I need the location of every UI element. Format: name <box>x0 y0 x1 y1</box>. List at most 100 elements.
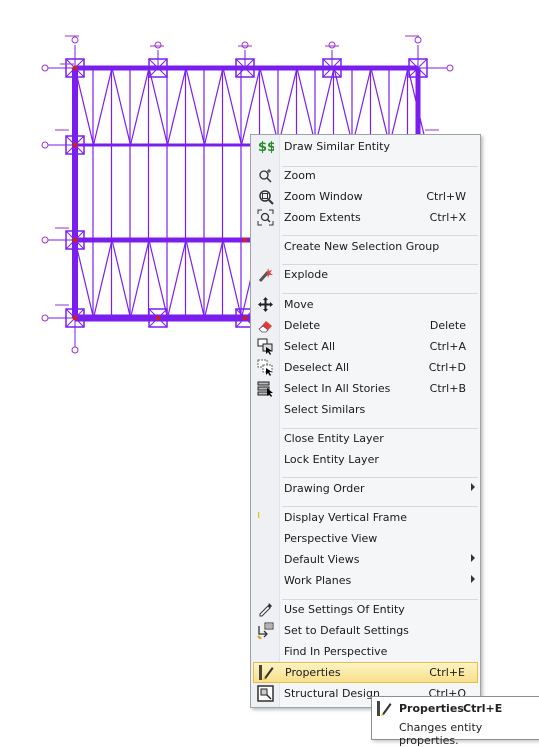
menu-item-work-planes[interactable]: Work Planes <box>251 570 480 591</box>
truss-diagonal <box>222 67 243 146</box>
axis-bubble <box>71 36 79 44</box>
truss-diagonal <box>222 239 243 319</box>
truss-diagonal <box>185 239 206 319</box>
truss-diagonal <box>148 67 169 146</box>
menu-item-zoom[interactable]: Zoom <box>251 165 480 186</box>
truss-diagonal <box>296 67 317 146</box>
menu-separator <box>282 428 478 429</box>
menu-item-display-vertical-frame[interactable]: Display Vertical Frame <box>251 507 480 528</box>
truss-diagonal <box>333 67 354 146</box>
properties-icon <box>376 700 393 717</box>
menu-item-label: Set to Default Settings <box>284 624 409 637</box>
menu-item-label: Select Similars <box>284 403 366 416</box>
column-box <box>65 135 85 155</box>
column-box <box>65 308 85 328</box>
menu-item-label: Explode <box>284 268 328 281</box>
menu-item-shortcut: Delete <box>429 319 466 332</box>
menu-item-label: Zoom <box>284 169 316 182</box>
menu-item-draw-similar-entity[interactable]: $$ Draw Similar Entity <box>251 136 480 157</box>
menu-item-label: Zoom Extents <box>284 211 361 224</box>
truss-diagonal <box>388 67 409 146</box>
menu-item-zoom-window[interactable]: Zoom Window Ctrl+W <box>251 186 480 207</box>
column-box <box>408 58 428 78</box>
menu-item-label: Zoom Window <box>284 190 363 203</box>
menu-item-label: Properties <box>285 666 341 679</box>
menu-item-shortcut: Ctrl+B <box>429 382 466 395</box>
menu-item-move[interactable]: Move <box>251 294 480 315</box>
menu-item-shortcut: Ctrl+W <box>426 190 466 203</box>
tooltip-shortcut: Ctrl+E <box>463 702 503 715</box>
tooltip-title: Properties <box>399 702 464 715</box>
menu-item-select-similars[interactable]: Select Similars <box>251 399 480 420</box>
deselect-all-icon <box>257 359 274 376</box>
vertical-frame-icon <box>257 509 274 526</box>
menu-item-lock-entity-layer[interactable]: Lock Entity Layer <box>251 449 480 470</box>
joint-node <box>72 315 78 321</box>
menu-item-drawing-order[interactable]: Drawing Order <box>251 478 480 499</box>
menu-item-label: Close Entity Layer <box>284 432 384 445</box>
properties-tooltip: Properties Ctrl+E Changes entity propert… <box>371 696 539 747</box>
truss-diagonal <box>277 67 298 146</box>
menu-item-label: Deselect All <box>284 361 350 374</box>
joint-node <box>72 65 78 71</box>
column-box <box>235 58 255 78</box>
truss-diagonal <box>407 67 428 146</box>
zoom-window-icon <box>257 188 274 205</box>
axis-bubble <box>414 36 422 44</box>
truss-diagonal <box>111 239 132 319</box>
menu-separator <box>282 477 478 478</box>
menu-item-label: Select All <box>284 340 336 353</box>
axis-bubble <box>446 64 454 72</box>
menu-item-use-settings-of-entity[interactable]: Use Settings Of Entity <box>251 599 480 620</box>
select-all-icon <box>257 338 274 355</box>
truss-diagonal <box>203 67 224 146</box>
truss-diagonal <box>148 239 169 319</box>
column-box <box>148 58 168 78</box>
svg-text:$$: $$ <box>258 140 274 155</box>
joint-node <box>242 315 248 321</box>
truss-diagonal <box>370 67 391 146</box>
menu-separator <box>282 599 478 600</box>
menu-item-properties[interactable]: Properties Ctrl+E <box>253 662 478 683</box>
menu-item-explode[interactable]: Explode <box>251 264 480 285</box>
truss-diagonal <box>129 67 150 146</box>
truss-diagonal <box>111 67 132 146</box>
menu-separator <box>282 166 478 167</box>
submenu-arrow-icon <box>471 483 475 491</box>
menu-item-label: Use Settings Of Entity <box>284 603 405 616</box>
menu-item-shortcut: Ctrl+E <box>429 666 465 679</box>
menu-item-perspective-view[interactable]: Perspective View <box>251 528 480 549</box>
menu-item-label: Perspective View <box>284 532 378 545</box>
axis-bubble <box>328 41 336 49</box>
truss-diagonal <box>185 67 206 146</box>
truss-diagonal <box>240 67 261 146</box>
joint-node <box>155 315 161 321</box>
menu-item-set-to-default-settings[interactable]: Set to Default Settings <box>251 620 480 641</box>
menu-item-label: Move <box>284 298 314 311</box>
explode-icon <box>257 266 274 283</box>
menu-item-label: Draw Similar Entity <box>284 140 390 153</box>
truss-diagonal <box>166 239 187 319</box>
menu-separator <box>282 506 478 507</box>
truss-diagonal <box>166 67 187 146</box>
menu-item-default-views[interactable]: Default Views <box>251 549 480 570</box>
zoom-icon <box>257 167 274 184</box>
menu-item-find-in-perspective[interactable]: Find In Perspective <box>251 641 480 662</box>
axis-bubble <box>41 236 49 244</box>
truss-diagonal <box>259 67 280 146</box>
joint-node <box>72 237 78 243</box>
column-cross <box>148 58 168 78</box>
menu-item-label: Default Views <box>284 553 360 566</box>
default-settings-icon <box>257 622 274 640</box>
column-cross <box>235 58 255 78</box>
menu-item-close-entity-layer[interactable]: Close Entity Layer <box>251 428 480 449</box>
menu-item-create-new-selection-group[interactable]: Create New Selection Group <box>251 236 480 257</box>
column-box <box>65 58 85 78</box>
joint-node <box>72 142 78 148</box>
